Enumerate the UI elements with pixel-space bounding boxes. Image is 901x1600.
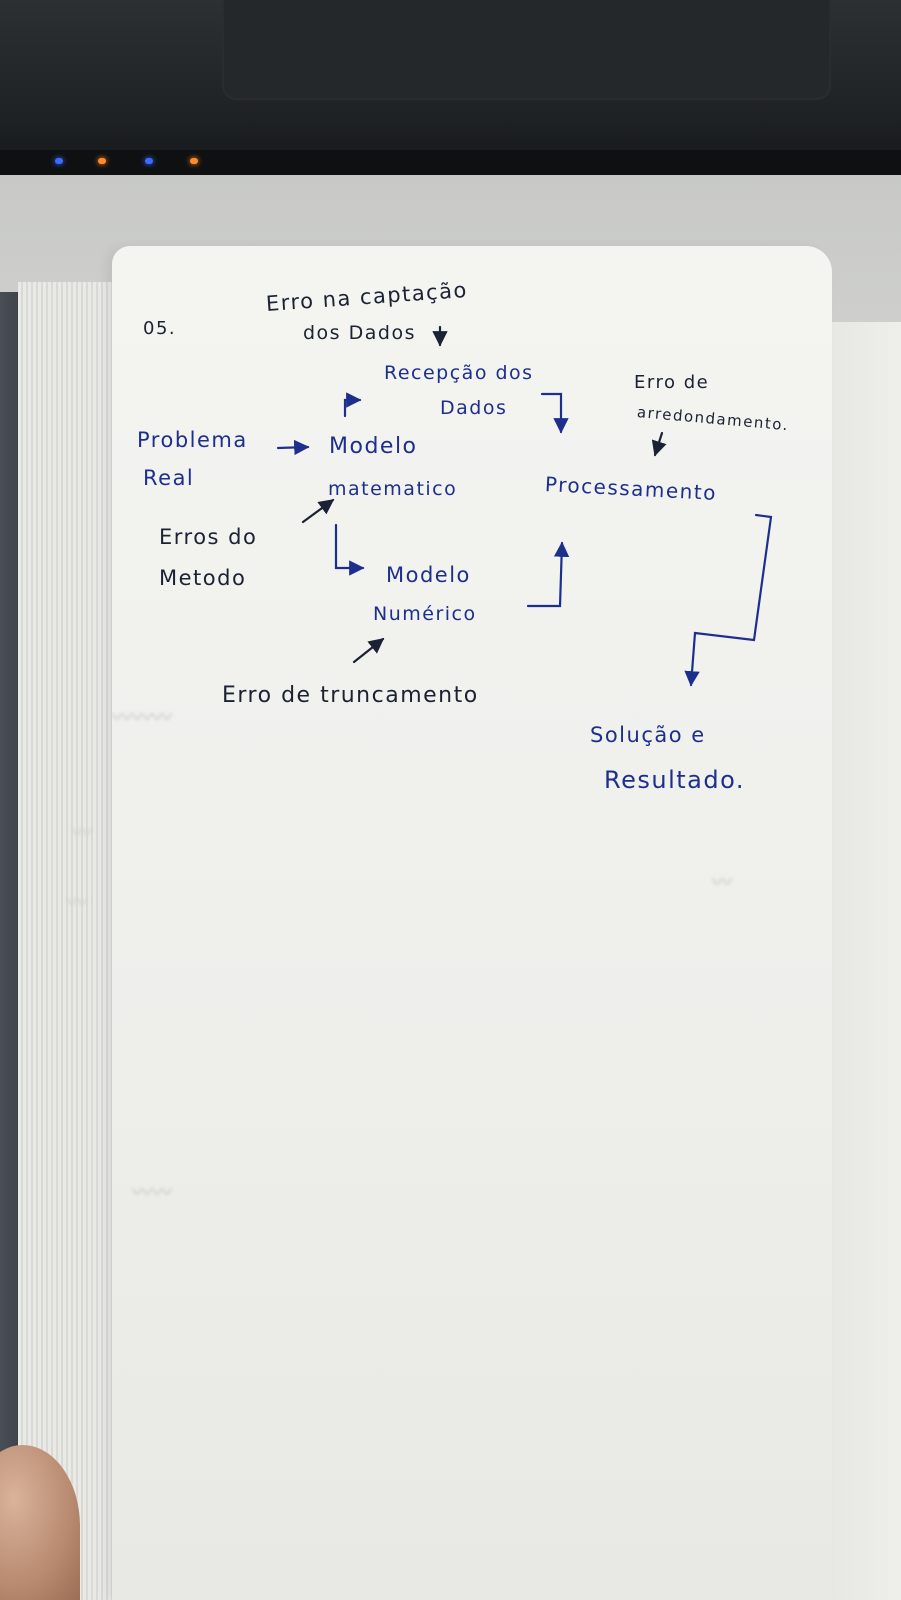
arrow-diag-truncamento <box>352 637 385 664</box>
arrow-down-arredondamento <box>651 431 667 457</box>
label-erro-captacao-line2: dos Dados <box>303 322 416 344</box>
notebook-page: 〰〰〰 〰 〰 〰〰 〰 <box>67 246 832 1600</box>
label-solucao-line1: Solução e <box>590 723 706 747</box>
label-problema-line2: Real <box>143 466 195 490</box>
label-erro-arredondamento-line1: Erro de <box>634 372 710 393</box>
arrow-right-modelo-numerico <box>334 523 365 576</box>
bleed-through-mark: 〰〰 <box>132 1180 172 1204</box>
laptop-palmrest <box>222 0 831 100</box>
label-recepcao-line2: Dados <box>440 397 508 419</box>
bleed-through-mark: 〰 <box>67 890 87 914</box>
status-led-blue <box>145 158 153 164</box>
label-erros-metodo-line2: Metodo <box>159 566 247 590</box>
arrow-right-problema <box>276 439 310 456</box>
label-modelo-numerico-line1: Modelo <box>386 563 471 587</box>
label-problema-line1: Problema <box>137 428 248 452</box>
label-recepcao-line1: Recepção dos <box>384 362 534 384</box>
label-modelo-matematico-line1: Modelo <box>329 434 418 459</box>
bleed-through-mark: 〰 <box>712 870 732 894</box>
arrow-up-processamento <box>526 541 570 608</box>
laptop-base <box>0 0 901 175</box>
notebook-facing-page <box>820 322 901 1600</box>
arrow-diag-erros-metodo <box>301 498 335 524</box>
label-erros-metodo-line1: Erros do <box>159 525 258 549</box>
arrow-down-processamento <box>540 392 569 434</box>
status-led-orange <box>98 158 106 164</box>
question-number: 05. <box>143 318 177 339</box>
label-modelo-numerico-line2: Numérico <box>373 603 477 625</box>
label-erro-truncamento: Erro de truncamento <box>222 683 479 708</box>
bleed-through-mark: 〰〰〰 <box>112 705 172 729</box>
bleed-through-mark: 〰 <box>72 820 92 844</box>
arrow-up-recepcao <box>343 392 362 418</box>
notebook-page-edges <box>18 282 128 1600</box>
arrow-down-solucao <box>684 513 773 687</box>
label-modelo-matematico-line2: matematico <box>328 478 458 500</box>
label-solucao-line2: Resultado. <box>604 766 745 794</box>
status-led-orange <box>190 158 198 164</box>
status-led-blue <box>55 158 63 164</box>
